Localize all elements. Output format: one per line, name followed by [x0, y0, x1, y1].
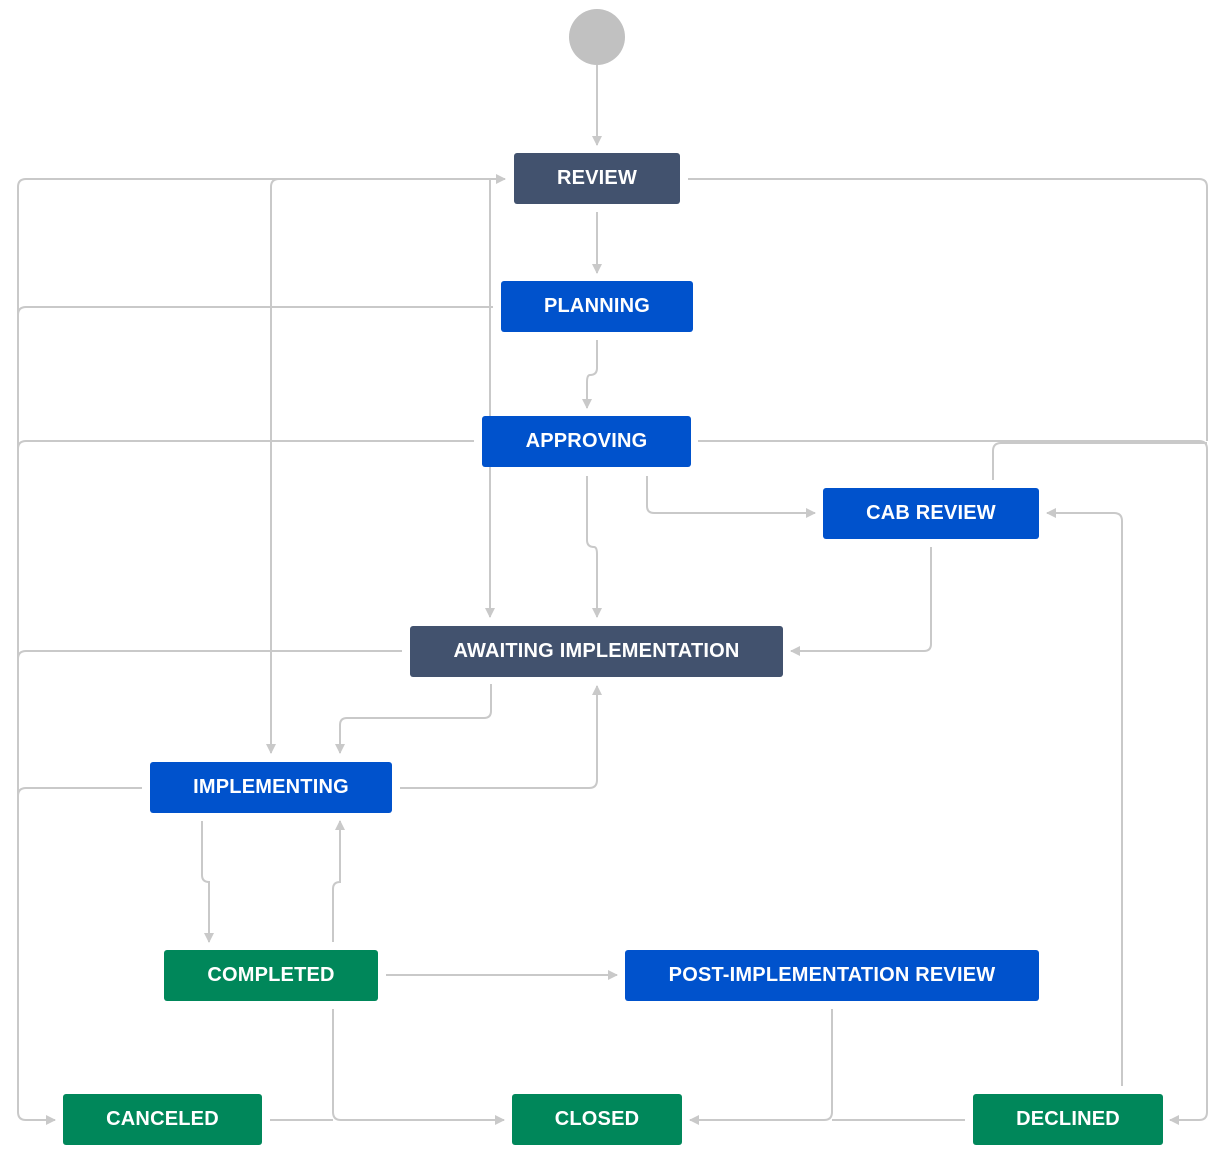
state-planning[interactable]: PLANNING [501, 281, 693, 332]
edge-planning-canceled [17, 306, 493, 316]
edge-completed-closed [332, 1009, 505, 1125]
edge-declined-cab-review [1046, 508, 1123, 1086]
edge-implementing-completed [201, 821, 214, 943]
edge-canceled-review [17, 174, 506, 1112]
state-closed[interactable]: CLOSED [512, 1094, 682, 1145]
edge-awaiting-implementing [335, 684, 492, 754]
edge-cab-review-declined [992, 442, 1207, 480]
state-post-implementation-review[interactable]: POST-IMPLEMENTATION REVIEW [625, 950, 1039, 1001]
edge-implementing-canceled [17, 787, 142, 797]
edge-implementing-awaiting [400, 685, 602, 789]
edge-pir-closed [689, 1009, 833, 1125]
edge-completed-implementing [332, 820, 345, 942]
state-cab-review[interactable]: CAB REVIEW [823, 488, 1039, 539]
state-review[interactable]: REVIEW [514, 153, 680, 204]
state-implementing[interactable]: IMPLEMENTING [150, 762, 392, 813]
state-completed[interactable]: COMPLETED [164, 950, 378, 1001]
state-declined[interactable]: DECLINED [973, 1094, 1163, 1145]
edge-review-declined [688, 178, 1208, 441]
edge-awaiting-canceled [17, 650, 402, 660]
edge-planning-approving [582, 340, 598, 409]
edge-cab-review-awaiting [790, 547, 932, 656]
edge-approving-canceled [17, 440, 474, 450]
state-awaiting-implementation[interactable]: AWAITING IMPLEMENTATION [410, 626, 783, 677]
edge-approving-awaiting [586, 476, 602, 618]
state-canceled[interactable]: CANCELED [63, 1094, 262, 1145]
edge-approving-declined [698, 440, 1208, 1125]
edge-approving-cab-review [646, 476, 816, 518]
state-approving[interactable]: APPROVING [482, 416, 691, 467]
start-node [569, 9, 625, 65]
edge-bus-canceled [17, 1111, 56, 1125]
